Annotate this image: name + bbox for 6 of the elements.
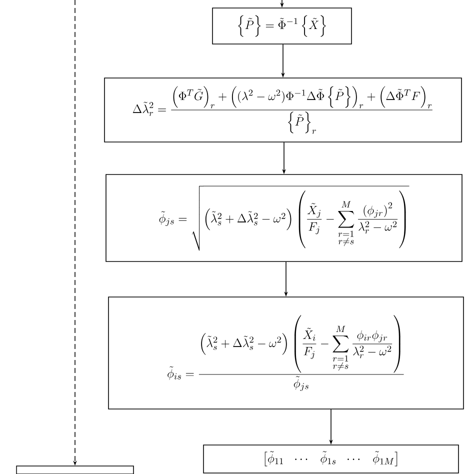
formula-box: $\tilde{\phi}_{js}=\sqrt{\left(\tilde{\lambda}_s^2+\Delta\tilde{\lambda}_s^2-\omega^2\right)\left(\frac{\tilde{X}_j}{F_j}-\sum_{\substack{r=1\\r\neq s}}^{M}\frac{\left(\phi_{jr}\right)^2}{\lambda_r^2-\omega^2}\right)}$	[106, 174, 462, 262]
formula-box: $\Delta\tilde{\lambda}_r^2=\frac{\left(\Phi^T\tilde{G}\right)_r+\left((\lambda^2-\omega^2)\Phi^{-1}\Delta\tilde{\Phi}\left\{\tilde{P}\right\}\right)_r+\left(\Delta\tilde{\Phi}^T F\right)_r}{\left\{\tilde{P}\right\}_r}$	[104, 78, 462, 142]
formula-box: $\left\{\tilde{P}\right\}=\tilde{\Phi}^{-1}\left\{\tilde{X}\right\}$	[212, 8, 352, 44]
formula-box: $\begin{bmatrix}\tilde{\phi}_{11} & \cdots & \tilde{\phi}_{1s} & \cdots & \tilde{\phi}_{1M}\end{bmatrix}$	[203, 444, 459, 474]
empty-box	[16, 466, 134, 474]
formula-box: $\tilde{\phi}_{is}=\frac{\left(\tilde{\lambda}_s^2+\Delta\tilde{\lambda}_s^2-\omega^2\right)\left(\dfrac{\tilde{X}_i}{F_j}-\displaystyle\sum_{\substack{r=1\\r\neq s}}^{M}\dfrac{\phi_{ir}\phi_{jr}}{\lambda_r^2-\omega^2}\right)}{\tilde{\phi}_{js}}$	[108, 296, 464, 410]
